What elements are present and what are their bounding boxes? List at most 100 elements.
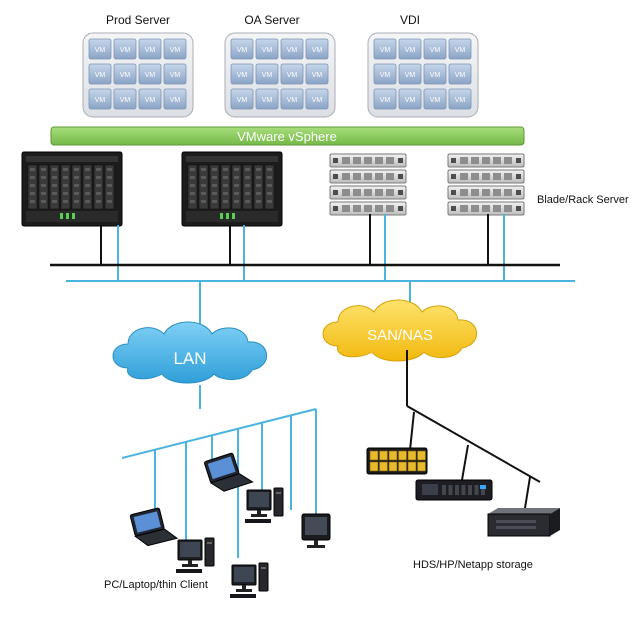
vm-cell: VM [448,88,472,110]
server-label: Blade/Rack Server [537,194,629,206]
cluster-title-vdi: VDI [400,13,420,27]
vm-cell: VM [230,88,254,110]
vm-cell: VM [255,88,279,110]
cluster-title-prod: Prod Server [106,13,170,27]
vm-cell: VM [448,63,472,85]
blade-server-1 [21,151,123,227]
vm-cell: VM [230,63,254,85]
storage-network-tree [406,350,541,509]
vm-cell: VM [255,63,279,85]
desktop-pc-icon [230,562,269,598]
vm-label: VM [170,72,181,79]
vm-cell: VM [113,38,137,60]
vm-label: VM [145,97,156,104]
desktop-pc-icon [176,537,215,573]
cluster-title-oa: OA Server [244,13,299,27]
desktop-pc-icon [245,487,284,523]
vm-cell: VM [138,88,162,110]
vsphere-bar [50,126,525,146]
vm-label: VM [120,47,131,54]
vm-label: VM [237,97,248,104]
vm-label: VM [455,72,466,79]
vm-cell: VM [113,63,137,85]
vm-label: VM [380,97,391,104]
blade-server-2 [181,151,283,227]
vm-label: VM [120,97,131,104]
vm-cell: VM [280,38,304,60]
vm-label: VM [312,97,323,104]
vm-label: VM [455,47,466,54]
vm-label: VM [237,72,248,79]
vm-label: VM [237,47,248,54]
vm-label: VM [405,97,416,104]
san-nas-label: SAN/NAS [367,327,433,344]
client-network-tree [121,385,317,558]
storage-array-icon [415,479,493,501]
rack-server-1 [329,153,407,216]
vm-cell: VM [305,88,329,110]
san-nas-cloud: SAN/NAS [322,281,478,362]
laptop-icon [129,507,179,547]
vm-cell: VM [423,88,447,110]
rack-server-2 [447,153,525,216]
vm-cell: VM [163,88,187,110]
vm-label: VM [312,47,323,54]
vm-cell: VM [280,63,304,85]
vm-cell: VM [305,63,329,85]
vm-cell: VM [373,88,397,110]
vm-label: VM [120,72,131,79]
vm-cell: VM [398,63,422,85]
vm-label: VM [262,97,273,104]
vm-cell: VM [88,88,112,110]
server-connections [100,214,505,281]
vm-label: VM [262,72,273,79]
client-label: PC/Laptop/thin Client [104,579,208,591]
storage-array-icon [366,447,428,475]
vm-label: VM [95,72,106,79]
lan-cloud: LAN [112,281,268,384]
vm-cell: VM [373,63,397,85]
vm-cell: VM [280,88,304,110]
vm-label: VM [312,72,323,79]
thin-client-icon [301,513,331,548]
laptop-icon [204,452,254,492]
lan-label: LAN [173,349,206,368]
vm-cell: VM [423,38,447,60]
vm-cell: VM [373,38,397,60]
vm-label: VM [287,97,298,104]
vsphere-label: VMware vSphere [237,129,337,144]
vm-panel-1: VM VM VM VM VM VM VM VM VM VM VM VM [82,32,194,118]
vm-label: VM [380,47,391,54]
storage-devices [366,447,560,537]
vm-cell: VM [113,88,137,110]
vm-cell: VM [163,38,187,60]
vm-label: VM [430,97,441,104]
vm-label: VM [380,72,391,79]
vm-cell: VM [88,63,112,85]
vm-label: VM [455,97,466,104]
storage-array-icon [487,508,560,537]
vm-cell: VM [163,63,187,85]
vm-cell: VM [255,38,279,60]
vm-label: VM [145,47,156,54]
vm-label: VM [262,47,273,54]
vm-cell: VM [88,38,112,60]
vm-cell: VM [305,38,329,60]
vm-label: VM [145,72,156,79]
storage-label: HDS/HP/Netapp storage [413,559,533,571]
vm-cell: VM [448,38,472,60]
clients [129,452,331,598]
vm-label: VM [405,72,416,79]
vm-label: VM [95,47,106,54]
vm-label: VM [170,47,181,54]
vm-panel-2: VM VM VM VM VM VM VM VM VM VM VM VM [224,32,336,118]
vm-cell: VM [398,88,422,110]
vm-cell: VM [138,38,162,60]
vm-label: VM [95,97,106,104]
vm-label: VM [430,72,441,79]
vm-label: VM [430,47,441,54]
